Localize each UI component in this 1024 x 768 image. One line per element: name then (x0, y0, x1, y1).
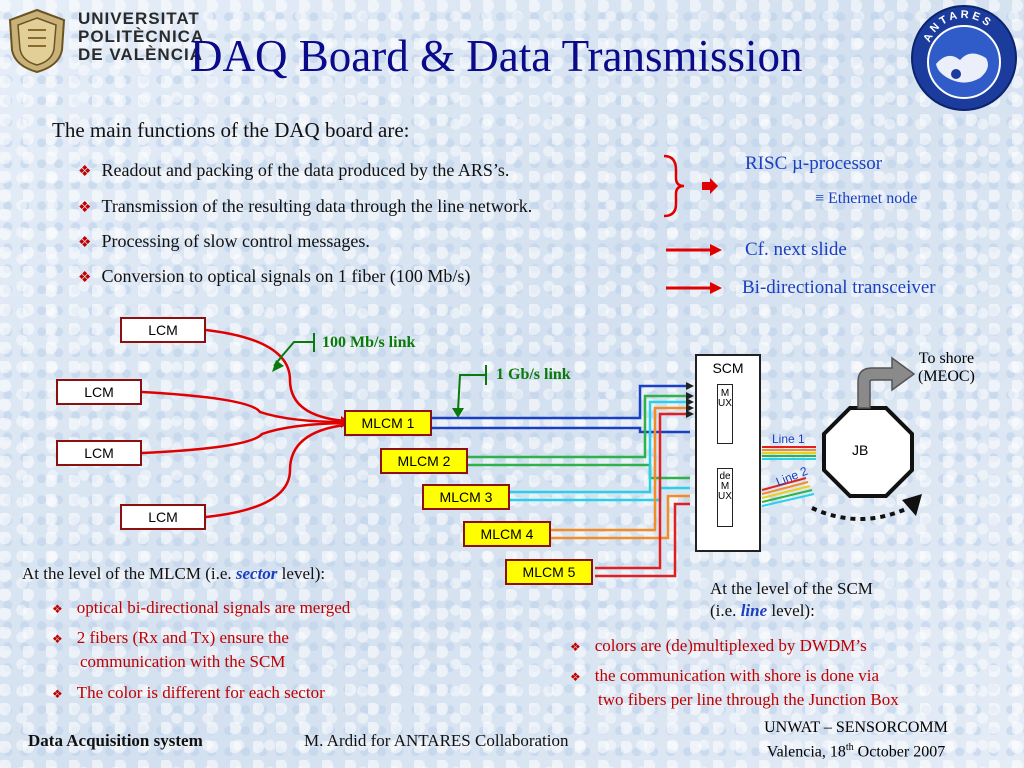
diamond-bullet-icon: ❖ (78, 235, 92, 251)
diamond-bullet-icon: ❖ (78, 164, 92, 180)
list-item: ❖Processing of slow control messages. (78, 231, 370, 251)
list-item-continuation: communication with the SCM (80, 652, 286, 671)
diamond-bullet-icon: ❖ (78, 270, 92, 286)
list-item: ❖optical bi-directional signals are merg… (52, 598, 351, 617)
scm-section-title: At the level of the SCM (i.e. line level… (710, 579, 873, 620)
mlcm-box: MLCM 2 (380, 448, 468, 474)
network-diagram (141, 328, 922, 578)
footer-author: M. Ardid for ANTARES Collaboration (304, 731, 569, 750)
university-name: UNIVERSITAT POLITÈCNICA DE VALÈNCIA (78, 9, 205, 64)
lcm-box: LCM (120, 317, 206, 343)
diamond-bullet-icon: ❖ (52, 602, 63, 616)
mux-box: MUX (717, 384, 733, 444)
link-1gbs-label: 1 Gb/s link (496, 366, 571, 383)
to-shore-label: To shore (MEOC) (918, 350, 975, 385)
list-item: ❖the communication with shore is done vi… (570, 666, 879, 685)
next-slide-label: Cf. next slide (745, 239, 847, 260)
risc-label: RISC µ-processor (745, 153, 883, 174)
university-seal-logo (8, 8, 66, 74)
list-item: ❖2 fibers (Rx and Tx) ensure the (52, 628, 289, 647)
page-title: DAQ Board & Data Transmission (190, 31, 803, 81)
mlcm-box: MLCM 1 (344, 410, 432, 436)
lcm-box: LCM (56, 440, 142, 466)
ethernet-icon: ≡ (815, 190, 825, 207)
lcm-box: LCM (120, 504, 206, 530)
intro-text: The main functions of the DAQ board are: (52, 118, 410, 142)
link-100mbs-label: 100 Mb/s link (322, 334, 416, 351)
antares-logo: ANTARES (911, 5, 1017, 111)
list-item: ❖colors are (de)multiplexed by DWDM’s (570, 636, 867, 655)
lcm-box: LCM (56, 379, 142, 405)
diamond-bullet-icon: ❖ (52, 687, 63, 701)
footer-section: Data Acquisition system (28, 731, 203, 750)
list-item: ❖Transmission of the resulting data thro… (78, 196, 533, 216)
mlcm-section-title: At the level of the MLCM (i.e. sector le… (22, 564, 326, 583)
demux-box: deMUX (717, 468, 733, 527)
list-item-continuation: two fibers per line through the Junction… (598, 690, 899, 709)
scm-label: SCM (712, 360, 744, 376)
junction-box-shape (822, 406, 914, 498)
mlcm-box: MLCM 5 (505, 559, 593, 585)
list-item: ❖Conversion to optical signals on 1 fibe… (78, 266, 471, 286)
scm-box: SCM MUX deMUX (695, 354, 761, 552)
list-item: ❖The color is different for each sector (52, 683, 325, 702)
mlcm-box: MLCM 3 (422, 484, 510, 510)
jb-label: JB (852, 442, 869, 458)
transceiver-label: Bi-directional transceiver (742, 277, 936, 298)
diamond-bullet-icon: ❖ (570, 640, 581, 654)
to-shore-arrow-icon (857, 356, 916, 409)
list-item: ❖Readout and packing of the data produce… (78, 160, 510, 180)
ethernet-label: ≡ Ethernet node (815, 190, 918, 207)
diamond-bullet-icon: ❖ (570, 670, 581, 684)
line1-label: Line 1 (772, 432, 805, 446)
diamond-bullet-icon: ❖ (52, 632, 63, 646)
diamond-bullet-icon: ❖ (78, 200, 92, 216)
mlcm-box: MLCM 4 (463, 521, 551, 547)
footer-event: UNWAT – SENSORCOMM Valencia, 18th Octobe… (764, 719, 948, 761)
function-annotations (663, 154, 722, 294)
